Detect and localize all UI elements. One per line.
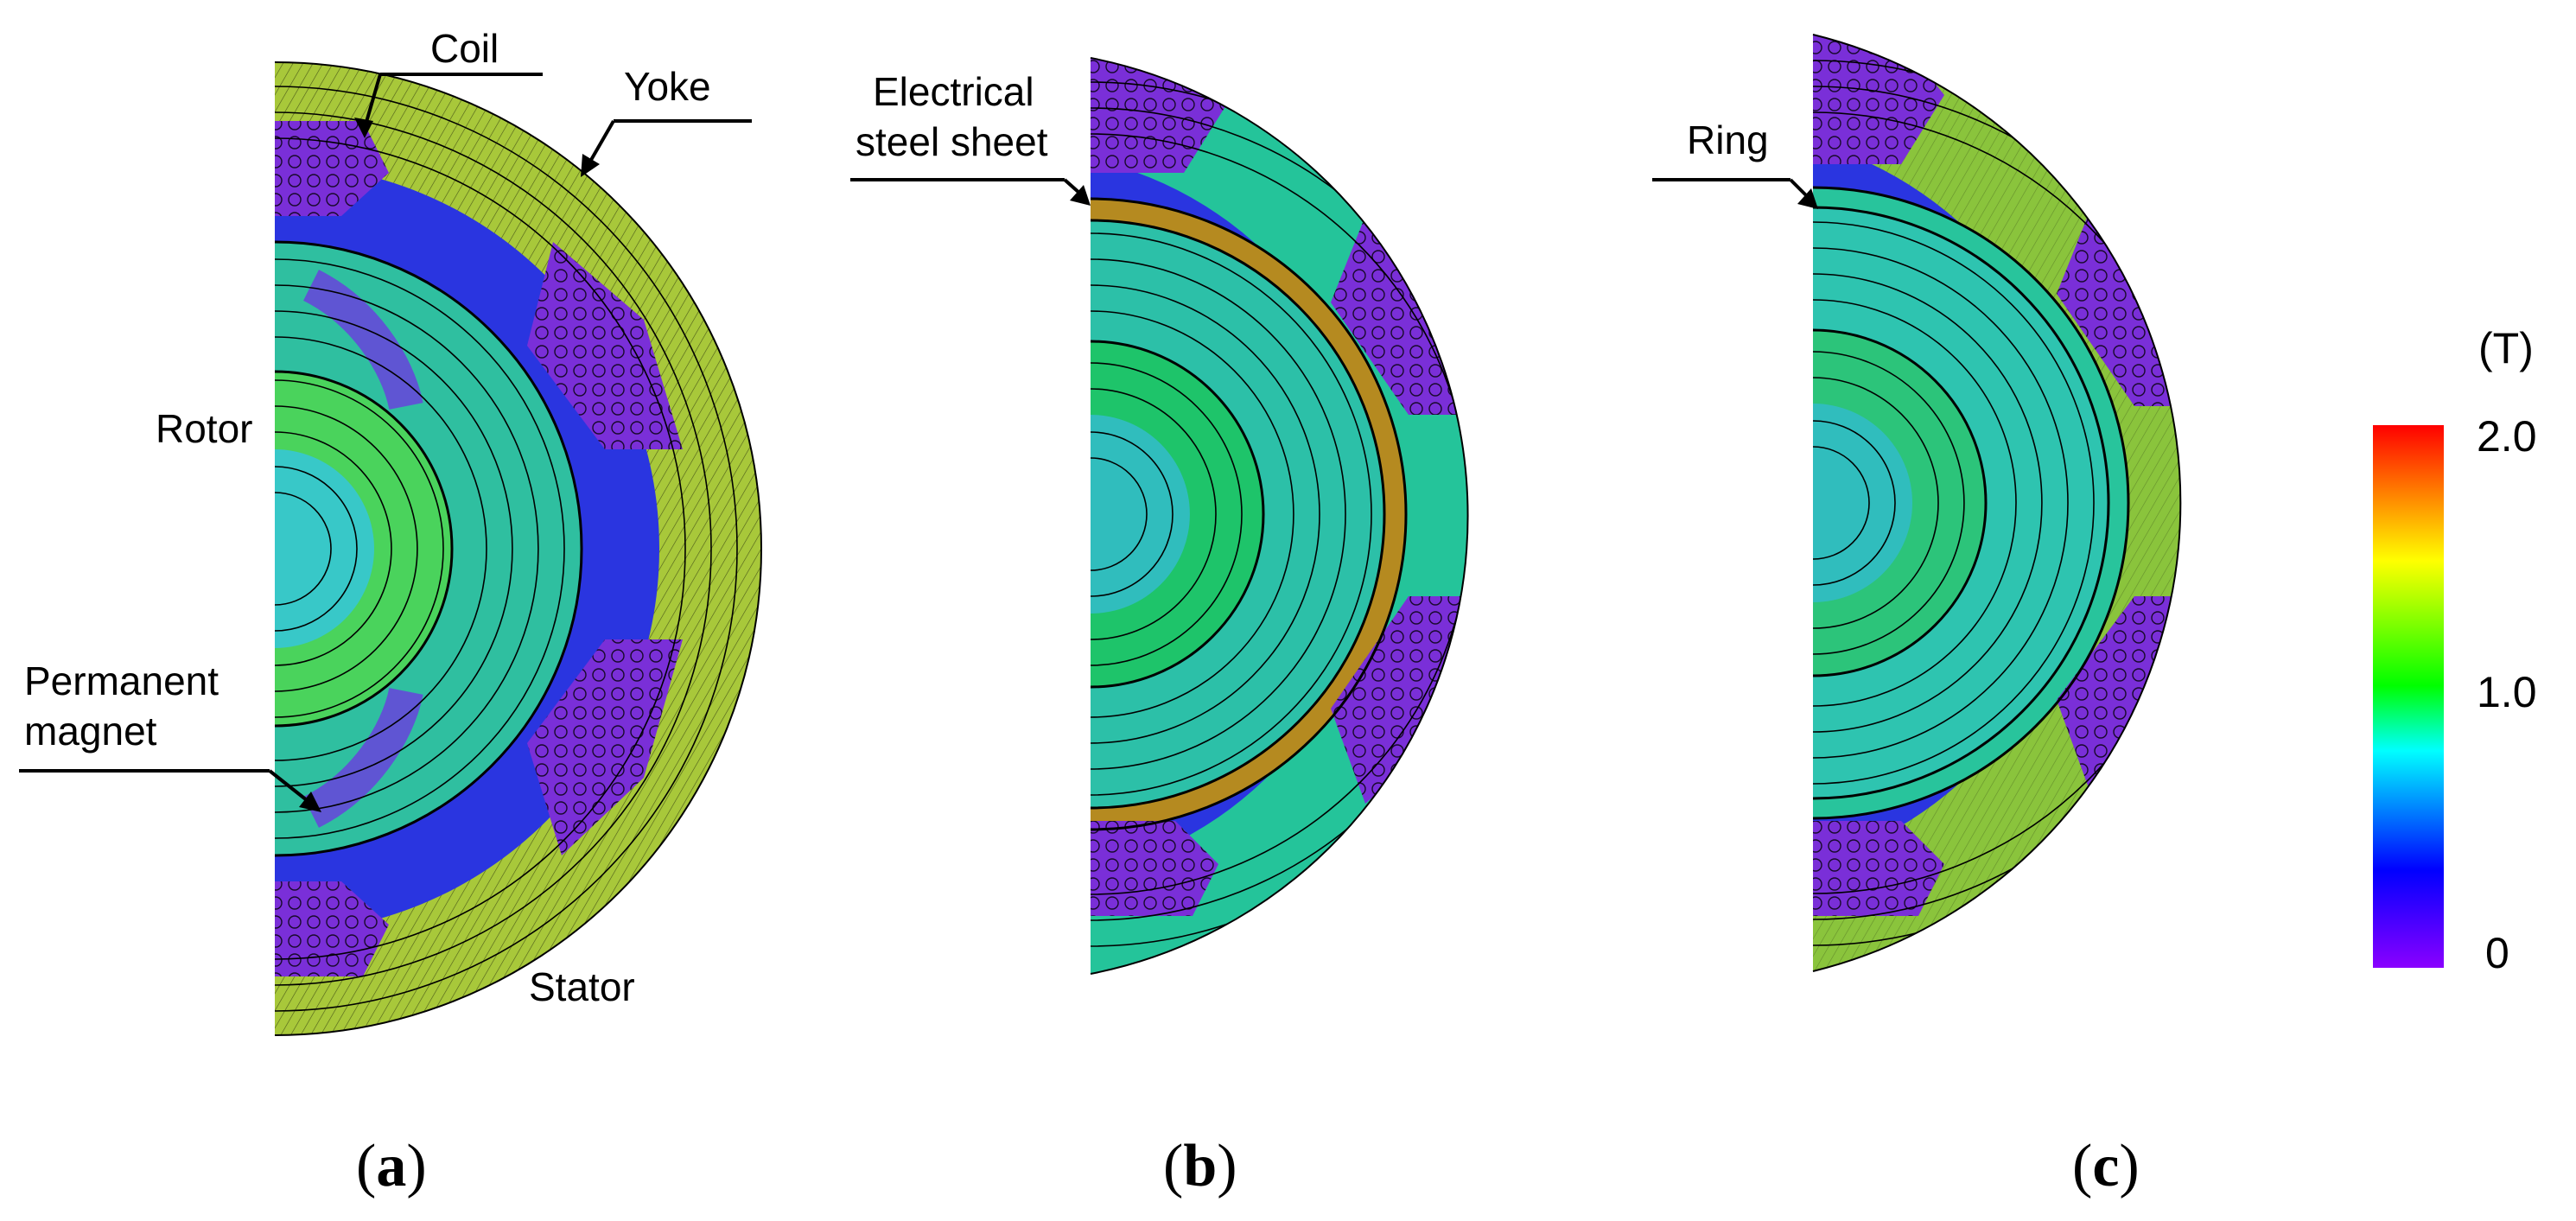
panel-a-coil-windings xyxy=(527,639,683,855)
ring-label: Ring xyxy=(1687,118,1769,162)
panel-b: Electrical steel sheet (b) xyxy=(850,57,1469,1199)
rotor-label: Rotor xyxy=(156,406,252,451)
panel-b-caption: (b) xyxy=(1163,1133,1237,1199)
colorbar-tick-max: 2.0 xyxy=(2477,412,2537,461)
panel-a-rotor-core xyxy=(275,449,374,648)
panel-b-stator-outline xyxy=(1091,219,1386,810)
panel-c-rotor-core xyxy=(1813,404,1912,602)
panel-a-flux-lines xyxy=(275,86,738,1012)
coil-label: Coil xyxy=(430,26,499,71)
panel-b-rotor-core xyxy=(1091,415,1190,614)
permanent-magnet-leader xyxy=(268,769,313,805)
panel-a-field-map xyxy=(275,62,761,1035)
panel-c-outer-edge xyxy=(1812,34,2182,972)
panel-b-coil-windings xyxy=(1091,821,1218,916)
colorbar-tick-mid: 1.0 xyxy=(2477,668,2537,716)
ring-leader xyxy=(1789,178,1810,199)
panel-a-pole-gap xyxy=(302,270,423,410)
yoke-leader xyxy=(586,120,615,167)
stator-label: Stator xyxy=(529,964,635,1009)
panel-b-caption-letter: b xyxy=(1183,1133,1217,1199)
panel-b-outer-edge xyxy=(1090,57,1469,975)
electrical-steel-arrowhead xyxy=(1070,185,1091,206)
panel-c-field-map xyxy=(1813,35,2181,971)
panel-a-coil-windings xyxy=(275,881,389,976)
panel-b-rotor-outline xyxy=(1091,340,1265,689)
panel-b-steel-outline xyxy=(1091,197,1408,831)
panel-a-rotor-outline xyxy=(275,370,454,728)
panel-a-stator-outline xyxy=(275,240,583,857)
panel-a: Coil Yoke Rotor Permanent magnet Stator … xyxy=(19,26,762,1199)
yoke-arrowhead xyxy=(581,154,600,177)
permanent-magnet-label-line2: magnet xyxy=(24,709,157,754)
electrical-steel-label-line1: Electrical xyxy=(873,69,1034,114)
coil-arrowhead xyxy=(354,118,373,138)
panel-a-yoke-flux-lines xyxy=(275,62,761,1035)
panel-a-pole-gap xyxy=(302,687,423,828)
panel-a-caption-letter: a xyxy=(376,1133,406,1199)
panel-c-caption: (c) xyxy=(2072,1133,2140,1199)
panel-a-caption: (a) xyxy=(356,1133,427,1199)
panel-c-caption-letter: c xyxy=(2092,1133,2119,1199)
electrical-steel-leader xyxy=(1063,178,1082,195)
panel-c-rotor-outline xyxy=(1813,328,1988,677)
ring-arrowhead xyxy=(1797,188,1818,209)
panel-c-stator-outline xyxy=(1813,206,2110,800)
panel-b-field-map xyxy=(1091,58,1468,974)
permanent-magnet-label-line1: Permanent xyxy=(24,658,219,703)
colorbar: (T) 2.0 1.0 0 xyxy=(2373,324,2537,977)
panel-b-coil-windings xyxy=(1331,596,1468,804)
yoke-label: Yoke xyxy=(624,64,711,109)
panel-c-ring-outline xyxy=(1813,186,2130,820)
panel-a-outer-edge xyxy=(274,61,762,1036)
electrical-steel-label-line2: steel sheet xyxy=(855,119,1048,164)
panel-a-coil-windings xyxy=(275,121,389,216)
permanent-magnet-arrowhead xyxy=(299,792,321,812)
colorbar-unit: (T) xyxy=(2478,324,2534,372)
panel-c: Ring (c) xyxy=(1652,34,2182,1199)
colorbar-tick-min: 0 xyxy=(2485,929,2509,977)
panel-a-coil-windings xyxy=(527,242,683,449)
coil-leader xyxy=(363,73,382,129)
colorbar-gradient-bar xyxy=(2373,425,2444,968)
